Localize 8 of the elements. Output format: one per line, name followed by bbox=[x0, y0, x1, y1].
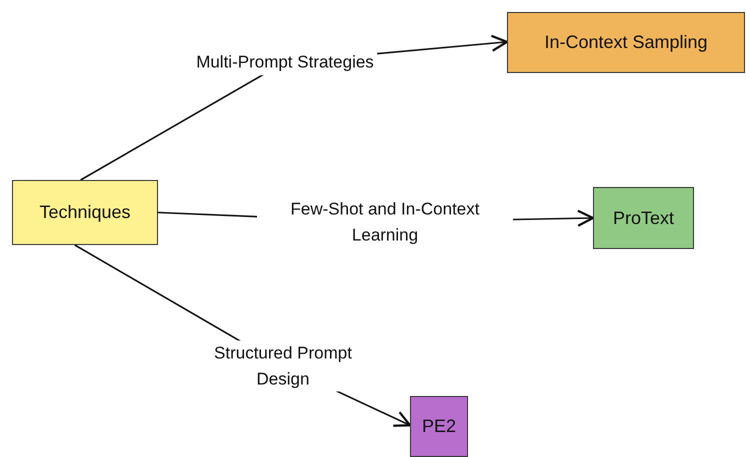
process-box bbox=[507, 12, 745, 73]
node-label: In-Context Sampling bbox=[544, 32, 708, 53]
node-label: PE2 bbox=[422, 416, 456, 437]
node-label: ProText bbox=[612, 208, 674, 228]
node-label: Techniques bbox=[39, 202, 131, 223]
process-box bbox=[12, 180, 158, 245]
process-box bbox=[593, 187, 694, 249]
process-box bbox=[410, 396, 468, 457]
